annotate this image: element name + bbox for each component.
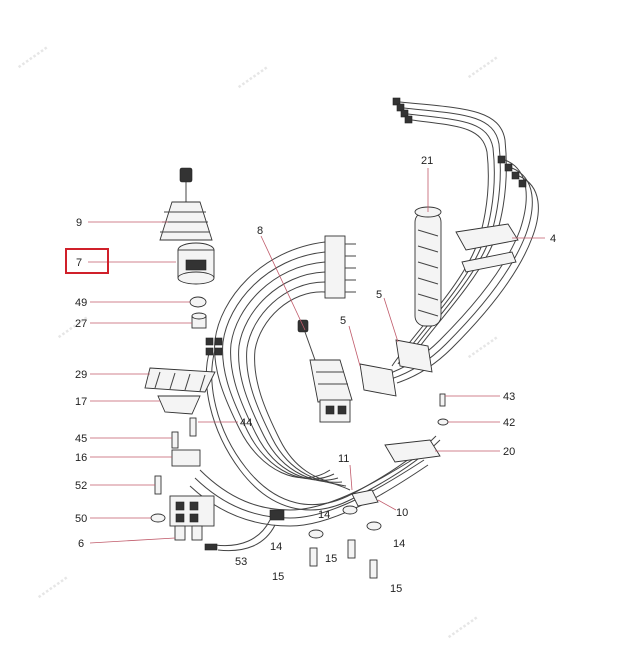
callout-17: 17: [75, 396, 87, 408]
callout-29: 29: [75, 369, 87, 381]
callout-21: 21: [421, 155, 433, 167]
callout-15b: 15: [325, 553, 337, 565]
bolt-45: [171, 431, 179, 449]
grommet-4: [455, 223, 519, 251]
callout-15a: 15: [272, 571, 284, 583]
washer-14b: [308, 529, 324, 539]
callout-4: 4: [550, 233, 556, 245]
svg-text:▪▪▪▪▪▪▪▪: ▪▪▪▪▪▪▪▪: [35, 573, 71, 603]
callout-5a: 5: [376, 289, 382, 301]
hose-sleeve-21: [414, 206, 442, 327]
grommet-5-lower: [359, 363, 397, 397]
pilot-valve: [177, 242, 215, 285]
svg-text:▪▪▪▪▪▪▪▪: ▪▪▪▪▪▪▪▪: [445, 613, 481, 643]
watermark: ▪▪▪▪▪▪▪▪ ▪▪▪▪▪▪▪▪ ▪▪▪▪▪▪▪▪ ▪▪▪▪▪▪▪▪ ▪▪▪▪…: [15, 43, 501, 643]
joystick-boot: [159, 167, 213, 241]
bolt-15a: [309, 547, 318, 567]
svg-text:▪▪▪▪▪▪▪▪: ▪▪▪▪▪▪▪▪: [465, 333, 501, 363]
callout-15c: 15: [390, 583, 402, 595]
valve-block-6: [169, 495, 215, 541]
callout-42: 42: [503, 417, 515, 429]
highlight-box-7[interactable]: [65, 248, 109, 274]
bolt-15c: [369, 559, 378, 579]
bolt-44: [189, 417, 197, 437]
callout-16: 16: [75, 452, 87, 464]
callout-5b: 5: [340, 315, 346, 327]
grommet-4-inner: [461, 251, 517, 273]
callout-52: 52: [75, 480, 87, 492]
hose-bundle-left: [214, 241, 351, 491]
pedal-pad: [144, 367, 216, 393]
washer-42: [437, 418, 449, 426]
callout-14c: 14: [393, 538, 405, 550]
nut-27: [191, 312, 207, 329]
callout-20: 20: [503, 446, 515, 458]
bolt-52: [154, 475, 162, 495]
svg-text:▪▪▪▪▪▪▪▪: ▪▪▪▪▪▪▪▪: [15, 43, 51, 73]
plate-10: [351, 489, 379, 507]
manifold-block: [324, 235, 356, 299]
center-controller: [297, 319, 353, 423]
washer-50: [150, 513, 166, 523]
callout-44: 44: [240, 417, 252, 429]
callout-53: 53: [235, 556, 247, 568]
fittings-top: [392, 97, 527, 188]
callout-50: 50: [75, 513, 87, 525]
callout-10: 10: [396, 507, 408, 519]
fitting-53: [204, 543, 218, 551]
washer-14c: [366, 521, 382, 531]
block-16: [171, 449, 201, 467]
callout-14b: 14: [270, 541, 282, 553]
bolt-43: [439, 393, 446, 407]
callout-7: 7: [76, 257, 82, 269]
callout-14a: 14: [318, 509, 330, 521]
callout-11: 11: [338, 453, 349, 465]
svg-text:▪▪▪▪▪▪▪▪: ▪▪▪▪▪▪▪▪: [235, 63, 271, 93]
washer-49: [189, 296, 207, 308]
svg-text:▪▪▪▪▪▪▪▪: ▪▪▪▪▪▪▪▪: [465, 53, 501, 83]
callout-8: 8: [257, 225, 263, 237]
callout-9: 9: [76, 217, 82, 229]
callout-labels: 9 7 49 27 29 17 45 16 52 50 6 53 15 15 1…: [75, 155, 556, 595]
pedal-bracket: [157, 395, 201, 415]
washer-14a: [342, 505, 358, 515]
fitting-14-left: [269, 509, 285, 521]
fittings-left: [205, 337, 223, 356]
callout-6: 6: [78, 538, 84, 550]
hose-bundle-lower: [189, 349, 441, 552]
leader-lines: [88, 168, 545, 544]
callout-49: 49: [75, 297, 87, 309]
bolt-15b: [347, 539, 356, 559]
callout-43: 43: [503, 391, 515, 403]
callout-27: 27: [75, 318, 87, 330]
bracket-20: [384, 439, 441, 463]
grommet-5-upper: [395, 339, 433, 373]
callout-45: 45: [75, 433, 87, 445]
